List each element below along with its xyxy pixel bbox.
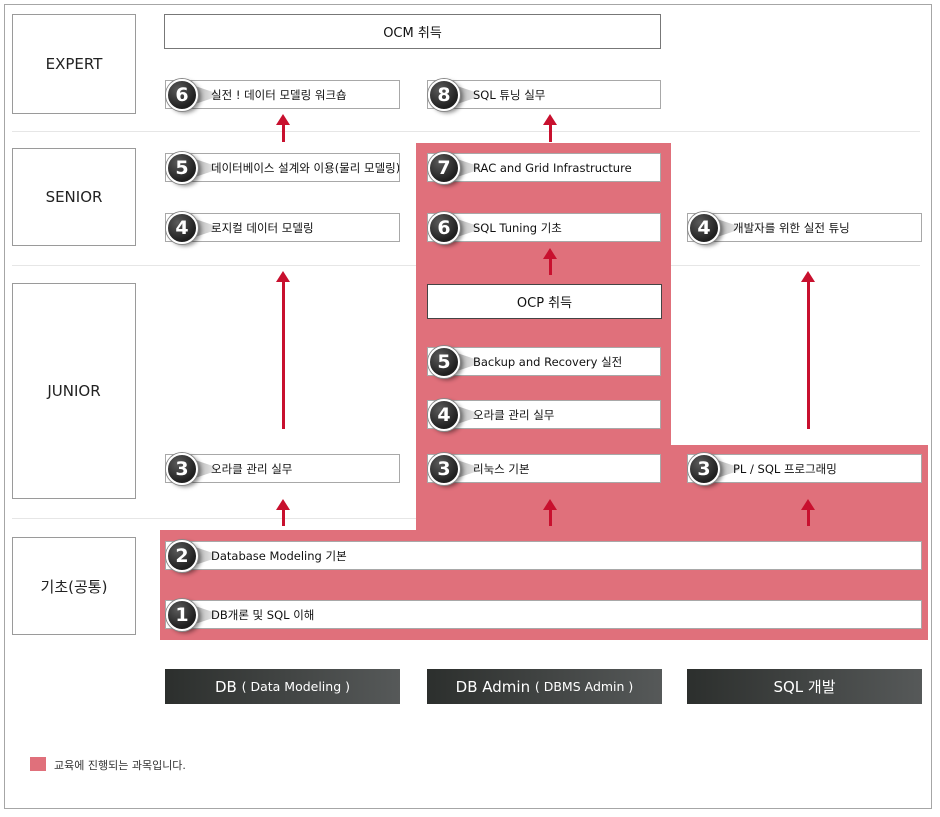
course-box: Backup and Recovery 실전 [427, 347, 661, 376]
arrow-up-icon [801, 271, 815, 282]
course-box: PL / SQL 프로그래밍 [687, 454, 922, 483]
course-box: 실전 ! 데이터 모델링 워크숍 [165, 80, 400, 109]
course-box: 리눅스 기본 [427, 454, 661, 483]
arrow-up-icon [276, 271, 290, 282]
number-badge: 8 [428, 79, 460, 111]
course-label: RAC and Grid Infrastructure [473, 160, 632, 175]
number-badge: 3 [428, 453, 460, 485]
number-badge: 6 [166, 79, 198, 111]
separator [12, 131, 920, 132]
track-sql-label: SQL 개발 [773, 678, 836, 696]
track-db-sub: ( Data Modeling ) [241, 679, 350, 694]
arrow-up-icon [543, 114, 557, 125]
number-badge: 4 [166, 212, 198, 244]
course-label: SQL Tuning 기초 [473, 220, 562, 235]
arrow-shaft [282, 124, 285, 142]
course-box: 오라클 관리 실무 [165, 454, 400, 483]
arrow-shaft [807, 509, 810, 526]
level-expert: EXPERT [12, 14, 136, 114]
arrow-shaft [807, 281, 810, 429]
arrow-shaft [282, 509, 285, 526]
course-box: 데이터베이스 설계와 이용(물리 모델링) [165, 153, 400, 182]
course-label: 오라클 관리 실무 [473, 407, 555, 422]
number-badge: 1 [166, 599, 198, 631]
track-db: DB ( Data Modeling ) [165, 669, 400, 704]
level-senior: SENIOR [12, 148, 136, 246]
level-basic: 기초(공통) [12, 537, 136, 635]
number-badge: 6 [428, 212, 460, 244]
course-label: DB개론 및 SQL 이해 [211, 607, 315, 622]
course-box: Database Modeling 기본 [165, 541, 922, 570]
course-label: SQL 튜닝 실무 [473, 87, 546, 102]
goal-ocm: OCM 취득 [164, 14, 661, 49]
goal-ocp: OCP 취득 [427, 284, 662, 319]
course-label: Database Modeling 기본 [211, 548, 347, 563]
course-box: SQL Tuning 기초 [427, 213, 661, 242]
course-label: 데이터베이스 설계와 이용(물리 모델링) [211, 160, 400, 175]
number-badge: 4 [428, 399, 460, 431]
arrow-shaft [549, 258, 552, 275]
arrow-up-icon [276, 499, 290, 510]
course-box: DB개론 및 SQL 이해 [165, 600, 922, 629]
number-badge: 4 [688, 212, 720, 244]
course-label: 로지컬 데이터 모델링 [211, 220, 314, 235]
legend-swatch [30, 757, 46, 771]
number-badge: 3 [166, 453, 198, 485]
track-admin-main: DB Admin [455, 677, 531, 696]
track-admin-sub: ( DBMS Admin ) [534, 679, 634, 694]
track-admin: DB Admin ( DBMS Admin ) [427, 669, 662, 704]
course-label: 리눅스 기본 [473, 461, 530, 476]
number-badge: 5 [428, 346, 460, 378]
arrow-shaft [282, 281, 285, 429]
course-label: 오라클 관리 실무 [211, 461, 293, 476]
course-box: RAC and Grid Infrastructure [427, 153, 661, 182]
arrow-up-icon [801, 499, 815, 510]
arrow-up-icon [543, 499, 557, 510]
course-box: 오라클 관리 실무 [427, 400, 661, 429]
course-label: 개발자를 위한 실전 튜닝 [733, 220, 850, 235]
course-label: 실전 ! 데이터 모델링 워크숍 [211, 87, 347, 102]
diagram-frame [4, 4, 932, 809]
level-junior: JUNIOR [12, 283, 136, 499]
number-badge: 5 [166, 152, 198, 184]
arrow-shaft [549, 509, 552, 526]
course-label: PL / SQL 프로그래밍 [733, 461, 837, 476]
track-db-main: DB [214, 677, 237, 696]
number-badge: 7 [428, 152, 460, 184]
track-sql: SQL 개발 [687, 669, 922, 704]
number-badge: 2 [166, 540, 198, 572]
arrow-shaft [549, 124, 552, 142]
course-label: Backup and Recovery 실전 [473, 354, 623, 369]
legend-text: 교육에 진행되는 과목입니다. [54, 759, 186, 772]
number-badge: 3 [688, 453, 720, 485]
course-box: 로지컬 데이터 모델링 [165, 213, 400, 242]
arrow-up-icon [276, 114, 290, 125]
course-box: SQL 튜닝 실무 [427, 80, 661, 109]
course-box: 개발자를 위한 실전 튜닝 [687, 213, 922, 242]
arrow-up-icon [543, 248, 557, 259]
